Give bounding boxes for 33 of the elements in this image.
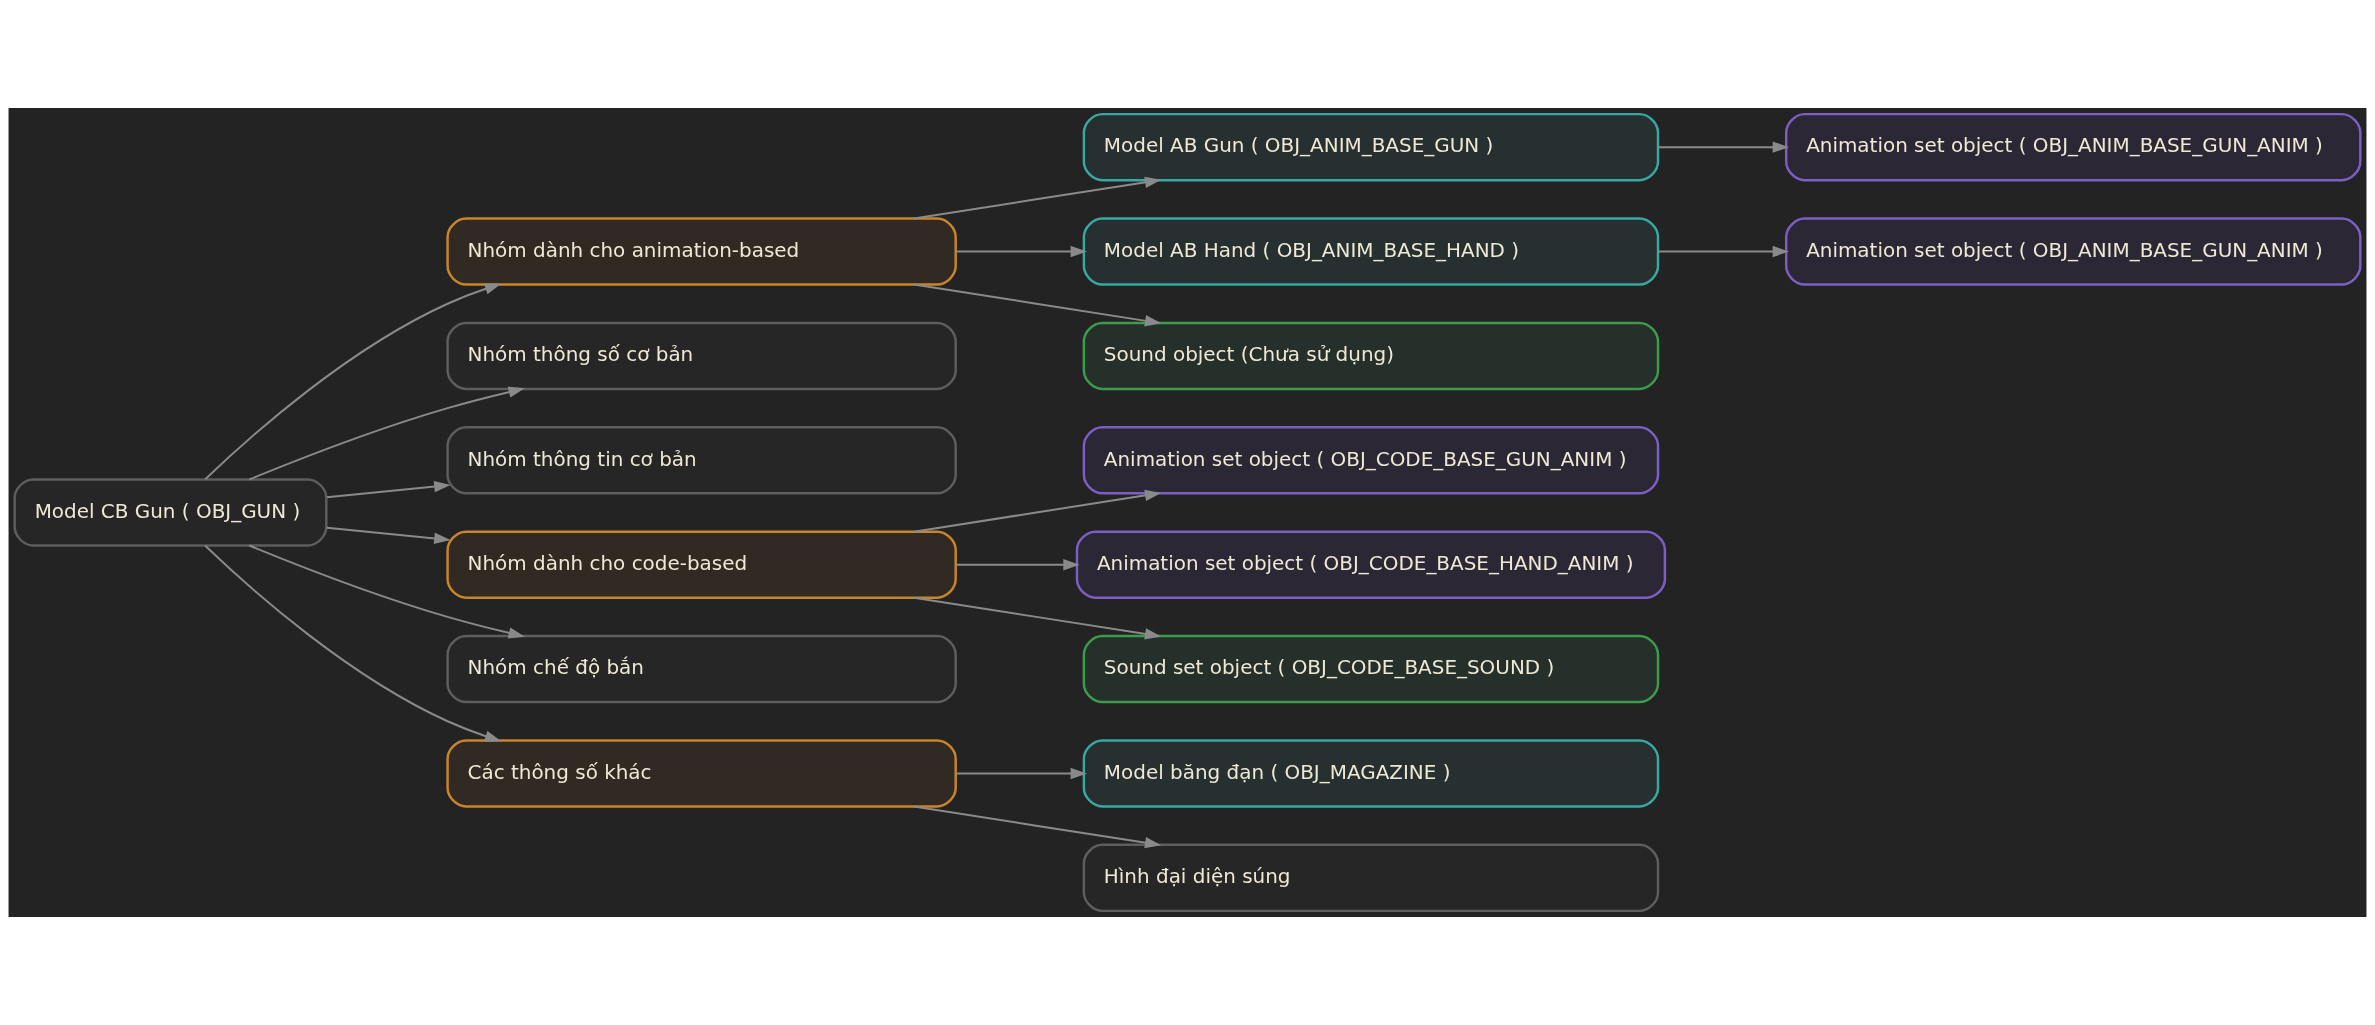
node-box: Model AB Gun ( OBJ_ANIM_BASE_GUN ) (1082, 112, 1660, 182)
node-box: Nhóm thông số cơ bản (446, 321, 957, 391)
arrow (913, 805, 1162, 849)
node-box: Model CB Gun ( OBJ_GUN ) (13, 478, 328, 547)
node-box: Sound object (Chưa sử dụng) (1082, 321, 1660, 391)
arrow (913, 489, 1162, 533)
arrow (204, 283, 502, 481)
arrow (913, 176, 1162, 220)
node-box: Các thông số khác (446, 739, 957, 808)
node-box: Animation set object ( OBJ_CODE_BASE_HAND_ANIM ) (1075, 530, 1667, 599)
arrow (248, 544, 525, 639)
node-box: Sound set object ( OBJ_CODE_BASE_SOUND ) (1082, 634, 1660, 704)
node-box: Nhóm chế độ bắn (446, 634, 957, 704)
node-box: Model băng đạn ( OBJ_MAGAZINE ) (1082, 739, 1660, 808)
node-box: Animation set object ( OBJ_CODE_BASE_GUN_ANIM ) (1082, 426, 1660, 495)
arrow (955, 559, 1080, 571)
node-box: Nhóm thông tin cơ bản (446, 426, 957, 495)
node-box: Animation set object ( OBJ_ANIM_BASE_GUN_ANIM ) (1784, 112, 2362, 182)
node-box: Nhóm dành cho animation-based (446, 217, 957, 286)
arrow (325, 480, 451, 499)
arrow (955, 245, 1087, 258)
arrow (204, 544, 502, 742)
arrow (913, 596, 1162, 640)
node-box: Nhóm dành cho code-based (446, 530, 957, 599)
arrow (325, 526, 451, 545)
node-box: Model AB Hand ( OBJ_ANIM_BASE_HAND ) (1082, 217, 1660, 286)
arrow (955, 767, 1087, 780)
arrow (1657, 245, 1789, 258)
arrow (1657, 141, 1789, 153)
arrow (913, 283, 1162, 327)
node-box: Animation set object ( OBJ_ANIM_BASE_GUN_ANIM ) (1784, 217, 2362, 286)
arrow (248, 386, 525, 481)
node-box: Hình đại diện súng (1082, 843, 1660, 913)
